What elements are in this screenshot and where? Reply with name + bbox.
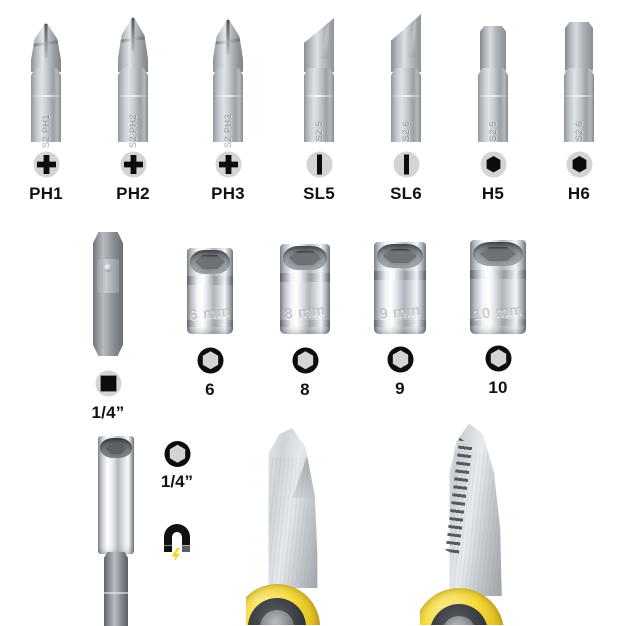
socket-hex-opening	[377, 244, 423, 268]
saw-handle-ring	[430, 604, 488, 625]
socket-highlight-band	[280, 272, 330, 282]
square-drive-icon	[95, 370, 122, 397]
bit-graphic-sl5: S2 5	[301, 18, 337, 142]
socket-caption: 8	[300, 380, 310, 399]
socket-hex-opening	[189, 250, 231, 274]
bit-shank	[391, 68, 421, 142]
phillips-tip-shape	[213, 18, 243, 72]
bit-graphic-h5: S2 5	[475, 26, 511, 142]
saw-handle-pivot	[442, 616, 476, 625]
socket-hex-opening	[473, 242, 523, 266]
detent-ball-icon	[104, 264, 112, 273]
socket-graphic-8: 8 mm	[280, 244, 330, 334]
serrated-saw-blade[interactable]	[420, 420, 560, 625]
adapter-item-quarter-inch[interactable]: 1/4”	[79, 232, 137, 421]
hex-solid-icon	[480, 151, 507, 178]
plain-edge-knife-blade[interactable]	[246, 428, 356, 625]
bit-graphic-ph3: S2 PH3	[210, 18, 246, 148]
slotted-tip-shape	[391, 14, 421, 72]
socket-graphic-9: 9 mm	[374, 242, 426, 334]
bit-shank	[564, 68, 594, 142]
socket-graphic-6: 6 mm	[187, 248, 233, 334]
bit-shank	[478, 68, 508, 142]
bit-shank	[304, 68, 334, 142]
square-drive-adapter-graphic	[93, 232, 123, 356]
bit-caption: H6	[567, 184, 591, 203]
phillips-cross-icon	[215, 151, 242, 178]
blade-grind-lines	[269, 456, 310, 585]
slotted-bar-icon	[393, 151, 420, 178]
socket-item-8mm[interactable]: 8 mm 8	[277, 244, 333, 398]
knife-blade-steel	[268, 428, 318, 588]
magnet-icon	[158, 518, 196, 560]
bit-item-ph2[interactable]: S2 PH2 PH2	[105, 16, 161, 203]
bit-shank	[213, 68, 243, 142]
bit-graphic-ph1: S2 PH1	[28, 22, 64, 148]
adapter-square-drive	[97, 259, 119, 294]
bit-caption: SL6	[390, 184, 422, 203]
socket-highlight-band	[374, 271, 426, 281]
bit-graphic-h6: S2 6	[561, 22, 597, 142]
socket-highlight-band	[187, 275, 233, 285]
socket-base-band	[280, 319, 330, 327]
adapter-body	[93, 232, 123, 356]
socket-item-10mm[interactable]: 10 mm 10	[467, 240, 529, 396]
socket-item-6mm[interactable]: 6 mm 6	[182, 248, 238, 398]
bit-item-ph1[interactable]: S2 PH1 PH1	[18, 22, 74, 203]
phillips-tip-shape	[31, 22, 61, 72]
bit-shank	[118, 68, 148, 142]
bit-item-sl5[interactable]: S2 5 SL5	[291, 18, 347, 203]
hex-solid-icon	[566, 151, 593, 178]
socket-item-9mm[interactable]: 9 mm 9	[371, 242, 429, 397]
magnetic-bit-holder[interactable]	[96, 436, 136, 626]
phillips-cross-icon	[120, 151, 147, 178]
bit-caption: PH1	[29, 184, 63, 203]
slotted-bar-icon	[306, 151, 333, 178]
holder-hex-shank	[104, 552, 128, 626]
hex-outline-icon	[292, 347, 319, 374]
socket-caption: 6	[205, 380, 215, 399]
hex-outline-icon	[164, 440, 191, 467]
bit-caption: H5	[481, 184, 505, 203]
bit-item-h5[interactable]: S2 5 H5	[465, 26, 521, 203]
hex-outline-icon	[197, 347, 224, 374]
slotted-tip-shape	[304, 18, 334, 72]
holder-hex-opening	[100, 438, 132, 458]
hex-tip-shape	[480, 26, 506, 72]
phillips-cross-icon	[33, 151, 60, 178]
socket-hex-opening	[283, 246, 327, 270]
socket-graphic-10: 10 mm	[470, 240, 526, 334]
socket-caption: 9	[395, 379, 405, 398]
hex-tip-shape	[565, 22, 593, 72]
socket-base-band	[470, 319, 526, 327]
socket-base-band	[187, 320, 233, 328]
knife-handle-pivot	[260, 610, 294, 625]
bit-graphic-sl6: S2 6	[388, 14, 424, 142]
holder-detail-icons: 1/4”	[158, 440, 196, 560]
hex-outline-icon	[485, 345, 512, 372]
adapter-caption: 1/4”	[91, 403, 125, 422]
hex-outline-icon	[387, 346, 414, 373]
bit-shank	[31, 68, 61, 142]
socket-base-band	[374, 319, 426, 327]
bit-graphic-ph2: S2 PH2	[115, 16, 151, 148]
phillips-tip-shape	[118, 16, 148, 72]
socket-highlight-band	[470, 270, 526, 280]
bit-item-sl6[interactable]: S2 6 SL6	[378, 14, 434, 203]
holder-size-caption: 1/4”	[160, 472, 194, 491]
bit-caption: PH3	[211, 184, 245, 203]
bit-caption: PH2	[116, 184, 150, 203]
bit-item-ph3[interactable]: S2 PH3 PH3	[200, 18, 256, 203]
socket-caption: 10	[488, 378, 508, 397]
bit-item-h6[interactable]: S2 6 H6	[551, 22, 607, 203]
bit-caption: SL5	[303, 184, 335, 203]
